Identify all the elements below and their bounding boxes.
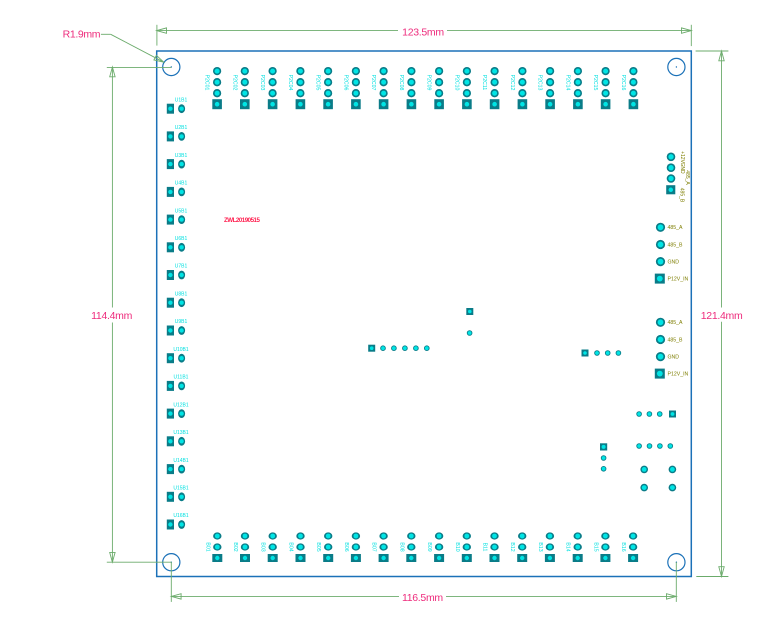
- svg-text:U5B1: U5B1: [175, 208, 188, 214]
- svg-text:485_B: 485_B: [679, 188, 685, 203]
- svg-text:U9B1: U9B1: [175, 319, 188, 325]
- svg-text:U16B1: U16B1: [173, 513, 189, 519]
- svg-text:B11: B11: [482, 543, 488, 552]
- svg-text:P2C11: P2C11: [481, 75, 487, 91]
- svg-text:B08: B08: [398, 542, 404, 551]
- svg-text:P2C07: P2C07: [370, 75, 376, 91]
- svg-text:P12V_IN: P12V_IN: [668, 371, 689, 377]
- svg-text:B09: B09: [426, 542, 432, 551]
- svg-text:485_B: 485_B: [668, 242, 684, 248]
- svg-text:B06: B06: [343, 542, 349, 551]
- svg-text:P2C05: P2C05: [315, 75, 321, 91]
- svg-text:GND: GND: [679, 162, 685, 174]
- svg-text:P2C03: P2C03: [259, 75, 265, 91]
- svg-text:U2B1: U2B1: [175, 125, 188, 131]
- svg-text:P2C02: P2C02: [231, 75, 237, 91]
- svg-text:P2C10: P2C10: [453, 75, 459, 91]
- svg-text:485_A: 485_A: [684, 170, 690, 185]
- svg-text:GND: GND: [668, 354, 680, 360]
- svg-text:P2C12: P2C12: [509, 75, 515, 91]
- svg-text:U15B1: U15B1: [173, 486, 189, 492]
- svg-text:B01: B01: [204, 542, 210, 551]
- svg-text:P2C01: P2C01: [204, 75, 210, 91]
- svg-text:U10B1: U10B1: [173, 347, 189, 353]
- svg-text:B10: B10: [454, 542, 460, 551]
- svg-text:B14: B14: [565, 542, 571, 551]
- svg-text:R1.9mm: R1.9mm: [63, 29, 101, 41]
- svg-text:P2C16: P2C16: [620, 75, 626, 91]
- svg-text:P12V_IN: P12V_IN: [668, 276, 689, 282]
- svg-text:U13B1: U13B1: [173, 430, 189, 436]
- svg-text:114.4mm: 114.4mm: [91, 310, 132, 322]
- svg-text:485_A: 485_A: [668, 225, 684, 231]
- svg-text:U6B1: U6B1: [175, 236, 188, 242]
- svg-text:U7B1: U7B1: [175, 264, 188, 270]
- svg-text:B13: B13: [537, 542, 543, 551]
- svg-text:B07: B07: [371, 542, 377, 551]
- svg-text:U12B1: U12B1: [173, 402, 189, 408]
- svg-text:U1B1: U1B1: [175, 97, 188, 103]
- svg-text:123.5mm: 123.5mm: [402, 26, 444, 38]
- svg-text:U14B1: U14B1: [173, 458, 189, 464]
- svg-text:P2C09: P2C09: [426, 75, 432, 91]
- svg-text:GND: GND: [668, 259, 680, 265]
- svg-text:P2C04: P2C04: [287, 75, 293, 91]
- svg-text:116.5mm: 116.5mm: [402, 592, 443, 604]
- svg-text:B12: B12: [509, 542, 515, 551]
- svg-text:U4B1: U4B1: [175, 181, 188, 187]
- svg-text:B16: B16: [620, 542, 626, 551]
- svg-text:P2C15: P2C15: [592, 75, 598, 91]
- svg-text:B15: B15: [592, 542, 598, 551]
- svg-text:485_A: 485_A: [668, 320, 684, 326]
- svg-text:B03: B03: [260, 542, 266, 551]
- svg-text:485_B: 485_B: [668, 337, 684, 343]
- svg-text:B04: B04: [288, 542, 294, 551]
- svg-text:P2C14: P2C14: [564, 75, 570, 91]
- svg-text:ZWL20190515: ZWL20190515: [224, 217, 260, 224]
- svg-text:U8B1: U8B1: [175, 291, 188, 297]
- svg-text:121.4mm: 121.4mm: [701, 310, 743, 322]
- svg-text:P2C06: P2C06: [342, 75, 348, 91]
- svg-text:P2C08: P2C08: [398, 75, 404, 91]
- svg-text:U3B1: U3B1: [175, 153, 188, 159]
- svg-text:B05: B05: [315, 542, 321, 551]
- svg-text:P2C13: P2C13: [537, 75, 543, 91]
- svg-text:U11B1: U11B1: [174, 375, 189, 381]
- svg-text:B02: B02: [232, 542, 238, 551]
- svg-text:+12V: +12V: [679, 151, 685, 163]
